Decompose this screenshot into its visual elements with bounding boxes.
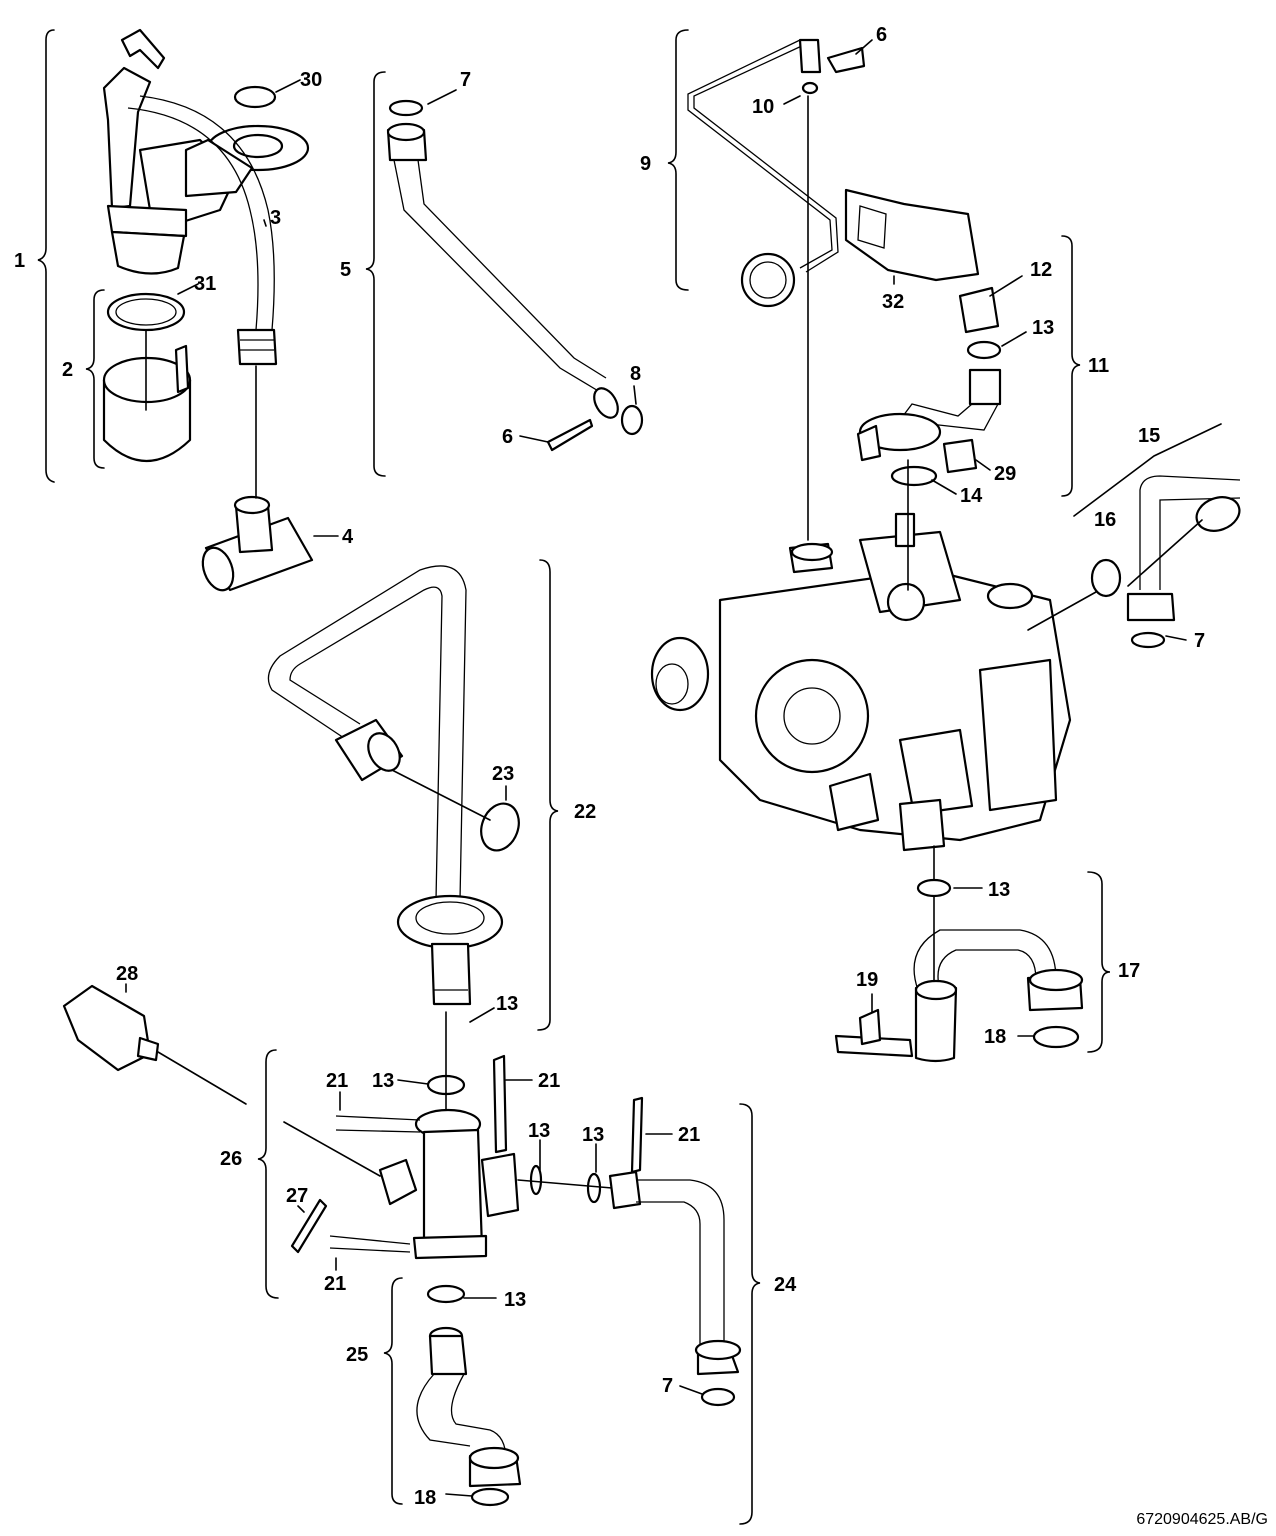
braces xyxy=(37,29,1222,1525)
part-11-connection-pipe xyxy=(856,286,1002,487)
label-2: 2 xyxy=(62,359,73,381)
part-19-clip xyxy=(834,1008,914,1058)
part-9-pressure-gauge xyxy=(687,38,866,308)
label-5: 5 xyxy=(340,259,351,281)
label-13c: 13 xyxy=(496,993,518,1015)
part-26-manifold xyxy=(290,1054,644,1260)
label-13d: 13 xyxy=(372,1070,394,1092)
label-11: 11 xyxy=(1088,355,1109,377)
label-18a: 18 xyxy=(984,1026,1006,1048)
part-15-elbow-pipe xyxy=(1090,475,1241,649)
brace-5 xyxy=(365,71,386,477)
label-1: 1 xyxy=(14,250,25,272)
part-30-washer xyxy=(233,85,277,109)
brace-2 xyxy=(85,289,105,469)
part-32-bracket xyxy=(844,188,980,282)
label-13f: 13 xyxy=(582,1124,604,1146)
label-21d: 21 xyxy=(324,1273,346,1295)
part-24-pipe xyxy=(608,1170,742,1407)
label-28: 28 xyxy=(116,963,138,985)
part-2-siphon-cup xyxy=(102,344,192,462)
label-14: 14 xyxy=(960,485,983,507)
label-22: 22 xyxy=(574,801,596,823)
label-26: 26 xyxy=(220,1148,242,1170)
label-6b: 6 xyxy=(502,426,513,448)
part-28-pressure-sensor xyxy=(62,984,160,1072)
label-30: 30 xyxy=(300,69,322,91)
label-19: 19 xyxy=(856,969,878,991)
brace-11 xyxy=(1061,235,1081,497)
label-7b: 7 xyxy=(1194,630,1205,652)
label-13b: 13 xyxy=(988,879,1010,901)
label-21b: 21 xyxy=(538,1070,560,1092)
brace-22 xyxy=(537,559,559,1031)
label-21a: 21 xyxy=(326,1070,348,1092)
pump-hydraulic-block xyxy=(650,512,1072,852)
brace-26 xyxy=(257,1049,279,1299)
leader-lines xyxy=(125,39,1187,1497)
brace-15 xyxy=(1073,423,1222,517)
label-23: 23 xyxy=(492,763,514,785)
label-24: 24 xyxy=(774,1274,797,1296)
part-4-tee-piece xyxy=(201,495,314,592)
label-27: 27 xyxy=(286,1185,308,1207)
part-22-bypass-pipe xyxy=(267,565,520,1006)
drawing-code: 6720904625.AB/G xyxy=(1136,1511,1268,1528)
label-15: 15 xyxy=(1138,425,1160,447)
brace-1 xyxy=(37,29,55,483)
part-1-siphon-assembly xyxy=(102,28,310,366)
label-13a: 13 xyxy=(1032,317,1054,339)
label-13e: 13 xyxy=(528,1120,550,1142)
label-9: 9 xyxy=(640,153,651,175)
label-17: 17 xyxy=(1118,960,1140,982)
brace-17 xyxy=(1087,871,1111,1053)
label-32: 32 xyxy=(882,291,904,313)
label-16: 16 xyxy=(1094,509,1116,531)
part-5-pipe xyxy=(386,99,644,452)
label-31: 31 xyxy=(194,273,216,295)
label-7a: 7 xyxy=(460,69,471,91)
label-25: 25 xyxy=(346,1344,368,1366)
label-10: 10 xyxy=(752,96,774,118)
label-7c: 7 xyxy=(662,1375,673,1397)
label-29: 29 xyxy=(994,463,1016,485)
part-17-outlet-pipe xyxy=(913,878,1084,1063)
brace-24 xyxy=(739,1103,761,1525)
label-13g: 13 xyxy=(504,1289,526,1311)
label-6a: 6 xyxy=(876,24,887,46)
label-4: 4 xyxy=(342,526,354,548)
brace-25 xyxy=(383,1277,403,1505)
label-3: 3 xyxy=(270,207,281,229)
part-labels: 1 2 3 4 5 6 6 7 7 7 8 9 10 11 12 13 13 1… xyxy=(14,24,1268,1528)
part-25-pipe xyxy=(416,1284,522,1507)
label-8: 8 xyxy=(630,363,641,385)
label-21c: 21 xyxy=(678,1124,700,1146)
brace-9 xyxy=(667,29,689,291)
label-18b: 18 xyxy=(414,1487,436,1509)
label-12: 12 xyxy=(1030,259,1052,281)
